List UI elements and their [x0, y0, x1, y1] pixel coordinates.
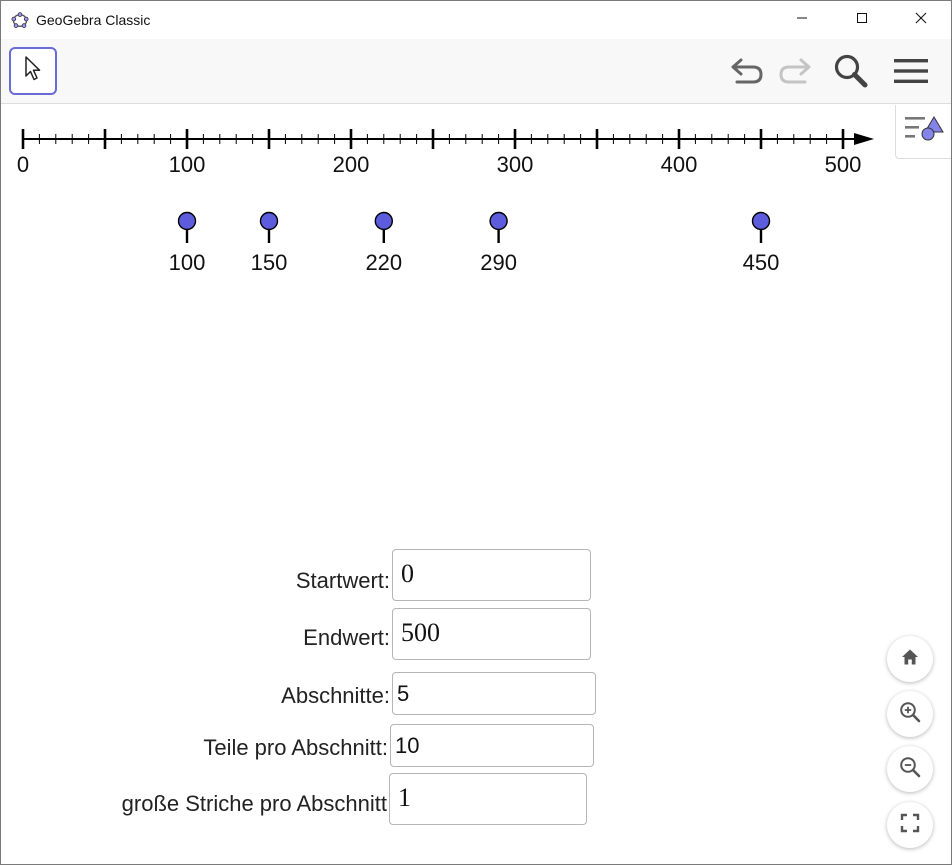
- maximize-button[interactable]: [839, 1, 885, 39]
- zoom-out-icon: [898, 755, 922, 784]
- fullscreen-button[interactable]: [887, 802, 933, 848]
- main-menu-button[interactable]: [891, 53, 931, 93]
- toolbar: [1, 39, 951, 104]
- undo-button[interactable]: [727, 53, 767, 93]
- close-icon: [915, 11, 927, 29]
- fullscreen-icon: [900, 813, 920, 838]
- parts-per-section-input[interactable]: 10: [390, 724, 594, 767]
- end-value-label: Endwert:: [303, 625, 390, 650]
- tick-label: 400: [661, 152, 698, 177]
- parts-per-section-label: Teile pro Abschnitt:: [203, 735, 388, 760]
- undo-icon: [727, 53, 767, 94]
- point-label: 290: [480, 250, 517, 275]
- zoom-out-button[interactable]: [887, 746, 933, 792]
- redo-button[interactable]: [775, 53, 815, 93]
- number-line-point[interactable]: 290: [480, 211, 517, 276]
- start-value-text: 0: [401, 558, 414, 588]
- redo-icon: [775, 53, 815, 94]
- tick-label: 0: [17, 152, 29, 177]
- number-line-arrow: [854, 133, 874, 145]
- tick-label: 300: [497, 152, 534, 177]
- tick-label: 200: [333, 152, 370, 177]
- point-marker[interactable]: [489, 211, 508, 231]
- zoom-in-icon: [898, 700, 922, 729]
- sections-label: Abschnitte:: [281, 683, 390, 708]
- number-line: 0 100 200 300 400 500 100 150 220 290 450: [17, 129, 874, 276]
- sections-text: 5: [397, 680, 410, 706]
- point-label: 100: [169, 250, 206, 275]
- search-button[interactable]: [831, 53, 871, 93]
- tick-labels: 0 100 200 300 400 500: [17, 152, 861, 177]
- geogebra-logo-icon: [11, 11, 29, 29]
- tick-label: 100: [169, 152, 206, 177]
- maximize-icon: [856, 11, 868, 29]
- style-bar-toggle[interactable]: [895, 105, 951, 159]
- window-title: GeoGebra Classic: [36, 12, 151, 28]
- point-label: 220: [365, 250, 402, 275]
- number-line-point[interactable]: 150: [251, 211, 288, 276]
- point-label: 450: [743, 250, 780, 275]
- close-button[interactable]: [898, 1, 944, 39]
- end-value-text: 500: [401, 617, 440, 647]
- tick-marks: [21, 129, 845, 149]
- big-ticks-per-section-label: große Striche pro Abschnitt: [121, 791, 387, 816]
- pointer-arrow-icon: [21, 55, 45, 88]
- number-line-point[interactable]: 450: [743, 211, 780, 276]
- point-marker[interactable]: [259, 211, 279, 231]
- sections-input[interactable]: 5: [392, 672, 596, 715]
- move-tool-button[interactable]: [9, 47, 57, 95]
- point-marker[interactable]: [374, 211, 393, 231]
- number-line-point[interactable]: 100: [169, 211, 206, 276]
- home-icon: [899, 646, 921, 673]
- search-icon: [831, 51, 871, 96]
- minimize-icon: [796, 11, 808, 29]
- style-bar-icon: [903, 114, 945, 149]
- point-marker[interactable]: [751, 211, 771, 231]
- number-line-points: 100 150 220 290 450: [169, 211, 780, 276]
- title-bar: GeoGebra Classic: [1, 1, 951, 39]
- number-line-point[interactable]: 220: [365, 211, 402, 276]
- end-value-input[interactable]: 500: [392, 608, 591, 660]
- parts-per-section-text: 10: [395, 732, 420, 758]
- zoom-in-button[interactable]: [887, 691, 933, 737]
- tick-label: 500: [825, 152, 862, 177]
- minimize-button[interactable]: [779, 1, 825, 39]
- start-value-label: Startwert:: [295, 568, 390, 593]
- point-label: 150: [251, 250, 288, 275]
- big-ticks-per-section-input[interactable]: 1: [389, 773, 587, 825]
- start-value-input[interactable]: 0: [392, 549, 591, 601]
- big-ticks-per-section-text: 1: [398, 782, 411, 812]
- standard-view-button[interactable]: [887, 636, 933, 682]
- hamburger-menu-icon: [891, 53, 931, 94]
- point-marker[interactable]: [177, 211, 197, 231]
